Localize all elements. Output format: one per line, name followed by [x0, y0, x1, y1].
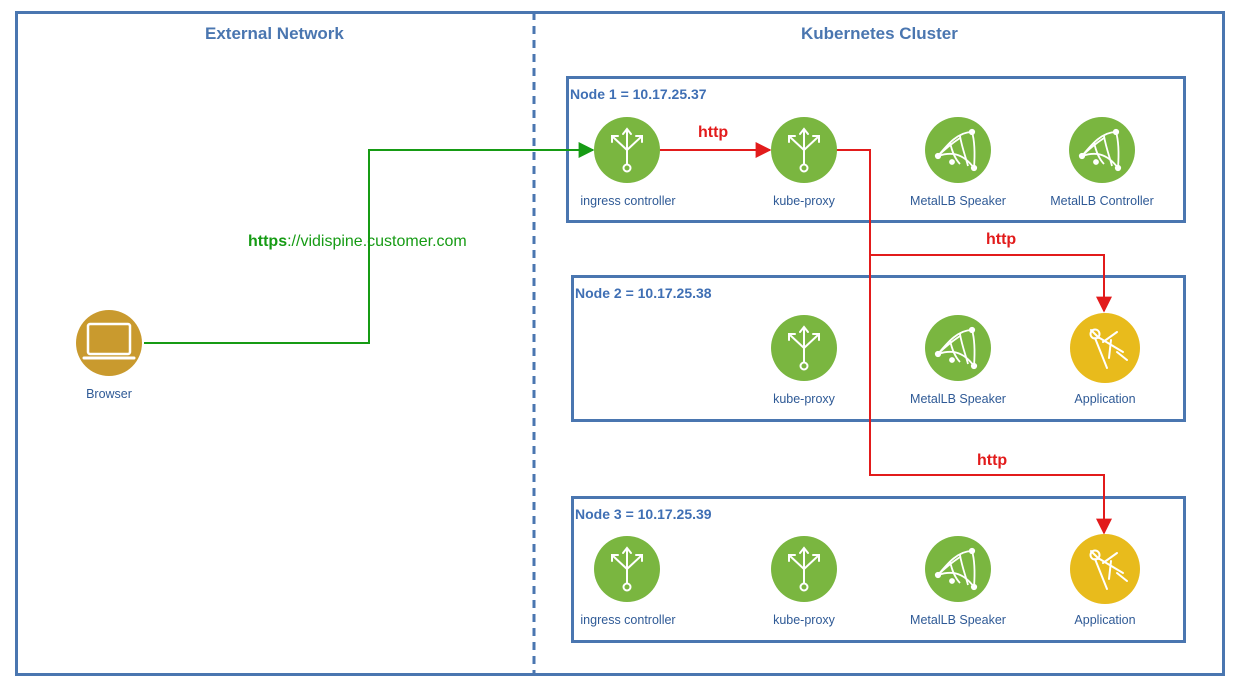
- component-label: kube-proxy: [773, 613, 835, 627]
- monitor-icon: [76, 310, 142, 376]
- application-icon: [1070, 534, 1140, 604]
- url-label: https://vidispine.customer.com: [248, 233, 467, 251]
- metallb-icon: [925, 117, 991, 183]
- zone-title-cluster: Kubernetes Cluster: [801, 24, 958, 43]
- kube-proxy-icon: [771, 315, 837, 381]
- browser-label: Browser: [86, 387, 132, 401]
- http-label: http: [698, 124, 729, 141]
- component-label: MetalLB Controller: [1050, 194, 1154, 208]
- component-label: MetalLB Speaker: [910, 613, 1006, 627]
- component-label: Application: [1074, 392, 1136, 406]
- node-box-2: [571, 275, 1186, 422]
- http-label: http: [986, 231, 1017, 248]
- url-host: ://vidispine.customer.com: [287, 233, 467, 250]
- component-label: kube-proxy: [773, 392, 835, 406]
- url-scheme: https: [248, 233, 288, 250]
- component-label: MetalLB Speaker: [910, 194, 1006, 208]
- node-title-2: Node 2 = 10.17.25.38: [575, 285, 712, 301]
- outer-frame: [15, 11, 1225, 676]
- metallb-icon: [925, 536, 991, 602]
- component-label: ingress controller: [580, 613, 676, 627]
- metallb-icon: [925, 315, 991, 381]
- zone-title-external: External Network: [205, 24, 344, 43]
- node-title-3: Node 3 = 10.17.25.39: [575, 506, 712, 522]
- node-title-1: Node 1 = 10.17.25.37: [570, 86, 707, 102]
- kube-proxy-icon: [771, 536, 837, 602]
- https-connection: [144, 142, 595, 344]
- node-box-3: [571, 496, 1186, 643]
- component-label: ingress controller: [580, 194, 676, 208]
- component-label: Application: [1074, 613, 1136, 627]
- ingress-icon: [594, 117, 660, 183]
- kube-proxy-icon: [771, 117, 837, 183]
- http-proxy-to-app-node3: [869, 255, 1112, 535]
- component-label: kube-proxy: [773, 194, 835, 208]
- metallb-icon: [1069, 117, 1135, 183]
- http-label: http: [977, 452, 1008, 469]
- application-icon: [1070, 313, 1140, 383]
- ingress-icon: [594, 536, 660, 602]
- component-label: MetalLB Speaker: [910, 392, 1006, 406]
